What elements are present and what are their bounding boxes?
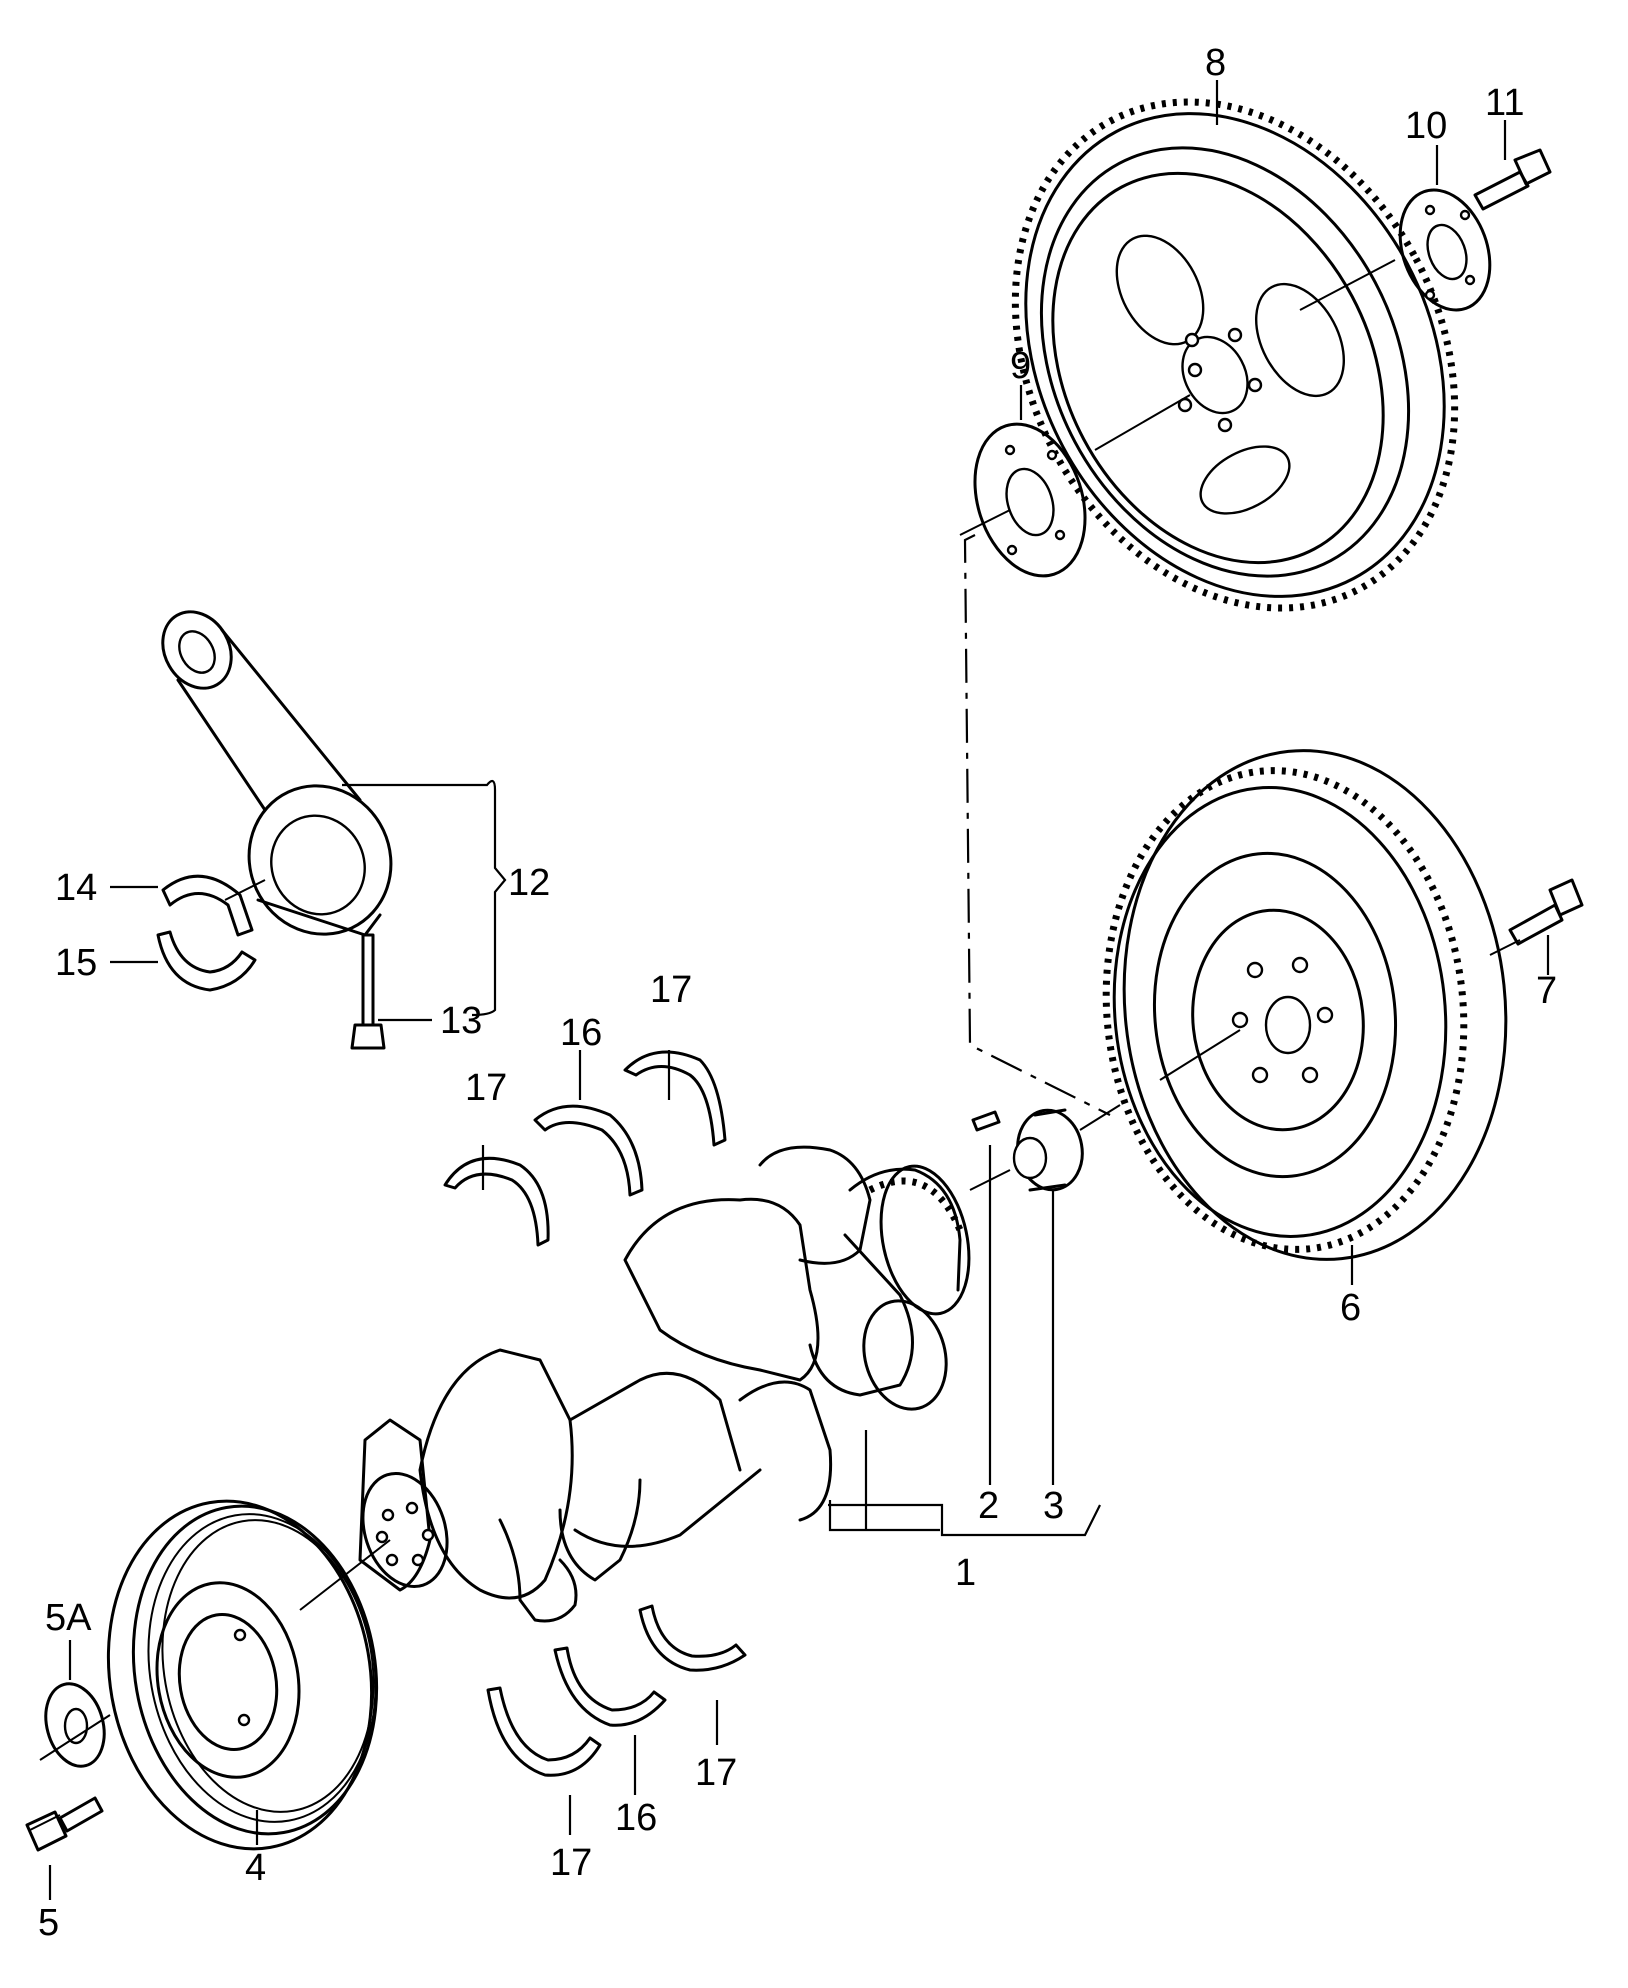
- flywheel-6[interactable]: [1083, 732, 1531, 1279]
- callout-5a: 5A: [45, 1597, 92, 1639]
- washer-plate-5a[interactable]: [37, 1677, 113, 1773]
- callout-16-lower: 16: [615, 1797, 657, 1839]
- thrust-washer-17-lower-right[interactable]: [638, 1604, 747, 1672]
- callout-15: 15: [55, 942, 97, 984]
- callout-13: 13: [440, 1000, 482, 1042]
- callout-1: 1: [955, 1552, 976, 1594]
- callout-17-upper-right: 17: [650, 969, 692, 1011]
- callout-16-upper: 16: [560, 1012, 602, 1054]
- crankshaft-1[interactable]: [349, 1145, 982, 1623]
- callout-17-upper-left: 17: [465, 1067, 507, 1109]
- callout-5: 5: [38, 1902, 59, 1944]
- callout-12: 12: [508, 862, 550, 904]
- thrust-washer-17-lower-left[interactable]: [486, 1686, 602, 1777]
- callout-8: 8: [1205, 42, 1226, 84]
- rod-bolt-13[interactable]: [350, 933, 386, 1050]
- main-bearing-shell-16-lower[interactable]: [553, 1646, 667, 1727]
- rod-bearing-shell-15[interactable]: [156, 930, 257, 992]
- pin-2[interactable]: [971, 1110, 1001, 1132]
- vibration-damper-4[interactable]: [82, 1480, 402, 1870]
- bolt-7[interactable]: [1508, 878, 1584, 946]
- connecting-rod-12[interactable]: [149, 599, 415, 957]
- shim-plate-10[interactable]: [1384, 177, 1505, 322]
- callout-11: 11: [1485, 82, 1524, 124]
- callout-6: 6: [1340, 1287, 1361, 1329]
- drive-plate-8[interactable]: [930, 25, 1541, 685]
- callout-2: 2: [978, 1485, 999, 1527]
- assembly-axis-lines: [29, 259, 1521, 1831]
- leader-lines: [48, 80, 1550, 1900]
- callout-14: 14: [55, 867, 97, 909]
- callout-17-lower-right: 17: [695, 1752, 737, 1794]
- bolt-11[interactable]: [1473, 148, 1552, 211]
- callout-3: 3: [1043, 1485, 1064, 1527]
- callout-10: 10: [1405, 105, 1447, 147]
- callout-17-lower-left: 17: [550, 1842, 592, 1884]
- callout-7: 7: [1536, 970, 1557, 1012]
- callout-4: 4: [245, 1847, 266, 1889]
- thrust-washer-17-upper-right[interactable]: [623, 1050, 727, 1147]
- thrust-washer-17-upper-left[interactable]: [443, 1156, 550, 1247]
- shim-plate-9[interactable]: [956, 410, 1103, 591]
- bolt-5[interactable]: [25, 1796, 104, 1852]
- bush-3[interactable]: [1012, 1105, 1089, 1195]
- callout-9: 9: [1010, 345, 1031, 387]
- callout-labels: 1 2 3 4 5 5A 6 7 8 9 10 11 12 13 14 15 1…: [38, 42, 1557, 1944]
- main-bearing-shell-16-upper[interactable]: [533, 1104, 644, 1197]
- rod-bearing-shell-14[interactable]: [161, 874, 254, 937]
